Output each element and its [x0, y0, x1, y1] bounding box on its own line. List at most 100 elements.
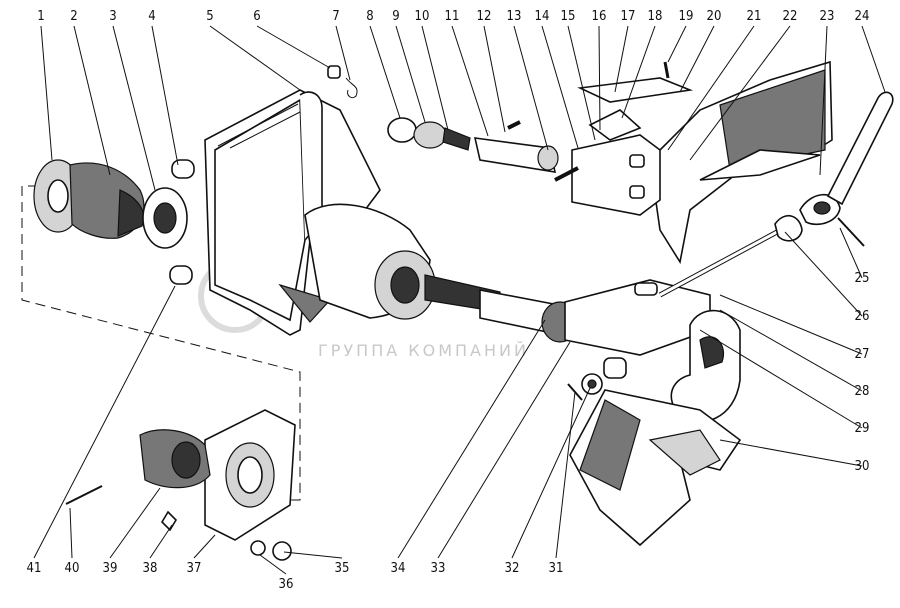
- callout-7: 7: [332, 9, 339, 24]
- leader-line-19: [667, 25, 687, 63]
- watermark-subtitle: ГРУППА КОМПАНИЙ: [318, 341, 529, 360]
- callout-16: 16: [592, 9, 607, 24]
- callout-20: 20: [707, 9, 722, 24]
- leader-line-32: [511, 387, 591, 559]
- callout-31: 31: [549, 561, 564, 576]
- leader-lines: [33, 25, 886, 575]
- callout-36: 36: [279, 577, 294, 592]
- callout-22: 22: [783, 9, 798, 24]
- leader-line-22: [689, 25, 791, 161]
- part-threaded-shaft: [424, 274, 586, 343]
- callout-3: 3: [109, 9, 116, 24]
- leader-line-41: [33, 285, 176, 559]
- callout-26: 26: [855, 309, 870, 324]
- leader-line-29: [699, 329, 863, 429]
- leader-line-24: [861, 25, 886, 93]
- callout-17: 17: [621, 9, 636, 24]
- assembly-bracket: [21, 185, 301, 501]
- callout-9: 9: [392, 9, 399, 24]
- part-jaw-plate: [569, 389, 742, 547]
- callout-5: 5: [206, 9, 213, 24]
- leader-line-4: [151, 25, 179, 166]
- leader-line-18: [621, 25, 656, 119]
- leader-line-34: [397, 319, 546, 559]
- leader-line-12: [483, 25, 506, 133]
- leader-line-38: [149, 524, 173, 559]
- leader-line-40: [69, 507, 73, 559]
- part-casing: [304, 203, 436, 320]
- leader-line-14: [541, 25, 579, 149]
- leader-line-11: [451, 25, 489, 137]
- part-rod: [658, 214, 803, 298]
- callout-24: 24: [855, 9, 870, 24]
- callout-14: 14: [535, 9, 550, 24]
- callout-38: 38: [143, 561, 158, 576]
- callout-33: 33: [431, 561, 446, 576]
- leader-line-16: [598, 25, 601, 131]
- callout-12: 12: [477, 9, 492, 24]
- part-roller: [33, 159, 145, 239]
- callout-18: 18: [648, 9, 663, 24]
- callout-4: 4: [148, 9, 155, 24]
- callout-23: 23: [820, 9, 835, 24]
- callout-11: 11: [445, 9, 460, 24]
- callout-27: 27: [855, 347, 870, 362]
- leader-line-7: [335, 25, 351, 81]
- callout-6: 6: [253, 9, 260, 24]
- leader-line-10: [421, 25, 449, 131]
- callout-8: 8: [366, 9, 373, 24]
- leader-line-17: [614, 25, 629, 93]
- leader-line-30: [719, 439, 863, 467]
- part-catcher: [649, 60, 833, 265]
- leader-line-15: [567, 25, 596, 141]
- callout-2: 2: [70, 9, 77, 24]
- callout-32: 32: [505, 561, 520, 576]
- part-flange-assembly: [65, 409, 296, 561]
- leader-line-9: [395, 25, 426, 123]
- leader-line-21: [667, 25, 755, 151]
- callout-35: 35: [335, 561, 350, 576]
- callout-39: 39: [103, 561, 118, 576]
- callout-29: 29: [855, 421, 870, 436]
- callout-15: 15: [561, 9, 576, 24]
- leader-line-31: [555, 391, 576, 559]
- part-small-components: [327, 65, 559, 173]
- callout-28: 28: [855, 384, 870, 399]
- leader-line-6: [256, 25, 331, 69]
- leader-line-37: [193, 534, 216, 559]
- leader-line-25: [839, 227, 863, 279]
- callout-10: 10: [415, 9, 430, 24]
- leader-line-8: [369, 25, 401, 119]
- callout-25: 25: [855, 271, 870, 286]
- part-handle: [799, 91, 894, 247]
- leader-line-39: [109, 487, 161, 559]
- leader-line-27: [719, 294, 863, 355]
- leader-line-33: [437, 341, 571, 559]
- callout-40: 40: [65, 561, 80, 576]
- callout-37: 37: [187, 561, 202, 576]
- leader-line-13: [513, 25, 549, 151]
- callout-34: 34: [391, 561, 406, 576]
- leader-line-3: [112, 25, 156, 191]
- leader-line-1: [40, 25, 53, 161]
- leader-line-20: [679, 25, 715, 93]
- leader-line-28: [719, 309, 863, 392]
- part-ring: [142, 187, 188, 249]
- callout-13: 13: [507, 9, 522, 24]
- leader-line-35: [283, 551, 343, 559]
- leader-line-2: [73, 25, 111, 176]
- leader-line-23: [819, 25, 828, 176]
- callout-41: 41: [27, 561, 42, 576]
- leader-line-5: [209, 25, 301, 91]
- part-hook-block: [564, 279, 741, 423]
- leader-line-26: [784, 231, 863, 317]
- callout-30: 30: [855, 459, 870, 474]
- callout-19: 19: [679, 9, 694, 24]
- part-latch-block: [554, 61, 694, 216]
- callout-1: 1: [37, 9, 44, 24]
- callout-21: 21: [747, 9, 762, 24]
- leader-line-36: [259, 554, 287, 575]
